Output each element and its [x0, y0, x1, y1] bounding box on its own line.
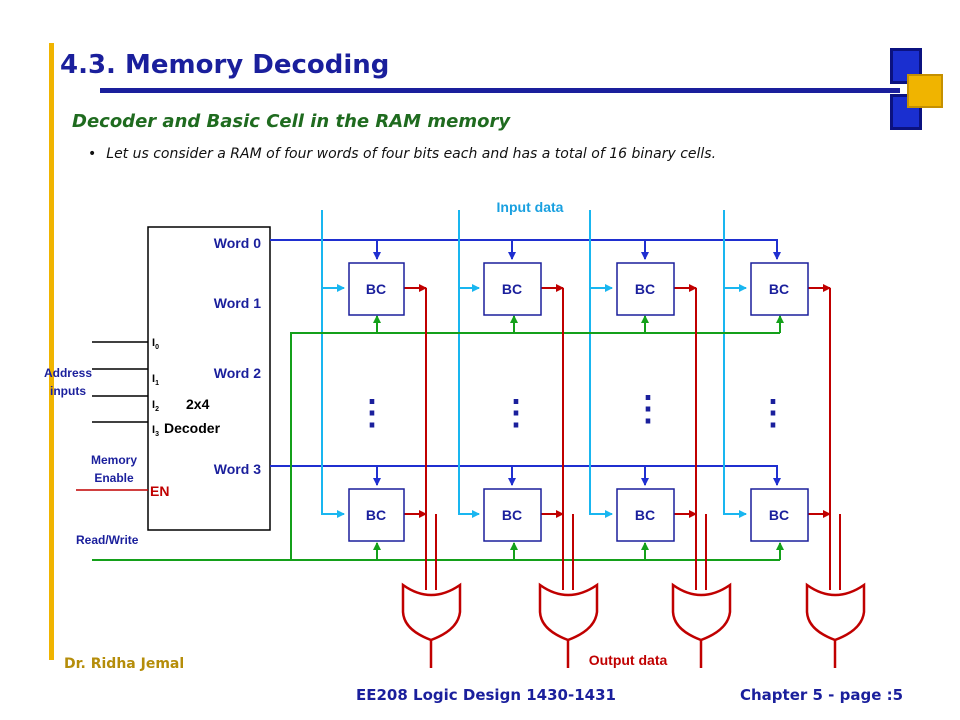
- vertical-ellipsis: ⋮: [355, 394, 389, 432]
- slide-subtitle: Decoder and Basic Cell in the RAM memory: [72, 111, 511, 132]
- binary-cell-row-top: [348, 262, 809, 316]
- memory-enable-line2: Enable: [94, 471, 134, 485]
- svg-text:I2: I2: [152, 399, 159, 413]
- binary-cell-label: BC: [366, 507, 386, 523]
- address-input-lines: [92, 341, 148, 423]
- bullet-dot-icon: •: [88, 146, 97, 162]
- corner-square-bottom: [890, 94, 922, 130]
- input-data-label: Input data: [497, 199, 564, 215]
- decoder-name-line1: 2x4: [186, 396, 210, 412]
- decoder-name-line2: Decoder: [164, 420, 221, 436]
- enable-pin-label: EN: [150, 483, 169, 499]
- or-gate-1: [401, 582, 462, 668]
- corner-square-gold: [907, 74, 943, 108]
- corner-square-top: [890, 48, 922, 84]
- bullet-item: • Let us consider a RAM of four words of …: [88, 146, 716, 162]
- bullet-text: Let us consider a RAM of four words of f…: [106, 146, 717, 162]
- course-footer: EE208 Logic Design 1430-1431: [356, 686, 616, 704]
- svg-text:I0: I0: [152, 337, 159, 351]
- or-gate-3: [671, 582, 732, 668]
- decoder-input-pins: I0 I1 I2 I3: [152, 337, 159, 438]
- decoder-box: [147, 226, 271, 531]
- vertical-ellipsis: ⋮: [631, 390, 665, 428]
- left-accent-bar: [49, 43, 54, 660]
- or-gate-4: [805, 582, 866, 668]
- word-select-lines: [270, 239, 781, 486]
- word-0-label: Word 0: [214, 235, 261, 251]
- output-data-label: Output data: [589, 652, 668, 668]
- memory-enable-line1: Memory: [91, 453, 137, 467]
- chapter-page-footer: Chapter 5 - page :5: [740, 686, 904, 704]
- title-rule: [100, 88, 900, 93]
- slide-title: 4.3. Memory Decoding: [60, 50, 390, 80]
- read-write-label: Read/Write: [76, 533, 139, 547]
- binary-cell-label: BC: [502, 507, 522, 523]
- or-gate-2: [538, 582, 599, 668]
- svg-text:I3: I3: [152, 424, 159, 438]
- binary-cell-label: BC: [635, 507, 655, 523]
- binary-cell-label: BC: [769, 507, 789, 523]
- binary-cell-label: BC: [366, 281, 386, 297]
- vertical-ellipsis: ⋮: [756, 394, 790, 432]
- address-label-line1: Address: [44, 366, 92, 380]
- svg-text:I1: I1: [152, 373, 159, 387]
- binary-cell-label: BC: [502, 281, 522, 297]
- binary-cell-label: BC: [635, 281, 655, 297]
- output-data-lines: [404, 284, 841, 590]
- binary-cell-label: BC: [769, 281, 789, 297]
- word-3-label: Word 3: [214, 461, 261, 477]
- word-1-label: Word 1: [214, 295, 261, 311]
- word-2-label: Word 2: [214, 365, 261, 381]
- address-label-line2: inputs: [50, 384, 86, 398]
- binary-cell-row-bottom: [348, 488, 809, 542]
- input-data-lines: [321, 210, 747, 518]
- vertical-ellipsis: ⋮: [499, 394, 533, 432]
- author-name: Dr. Ridha Jemal: [64, 656, 185, 672]
